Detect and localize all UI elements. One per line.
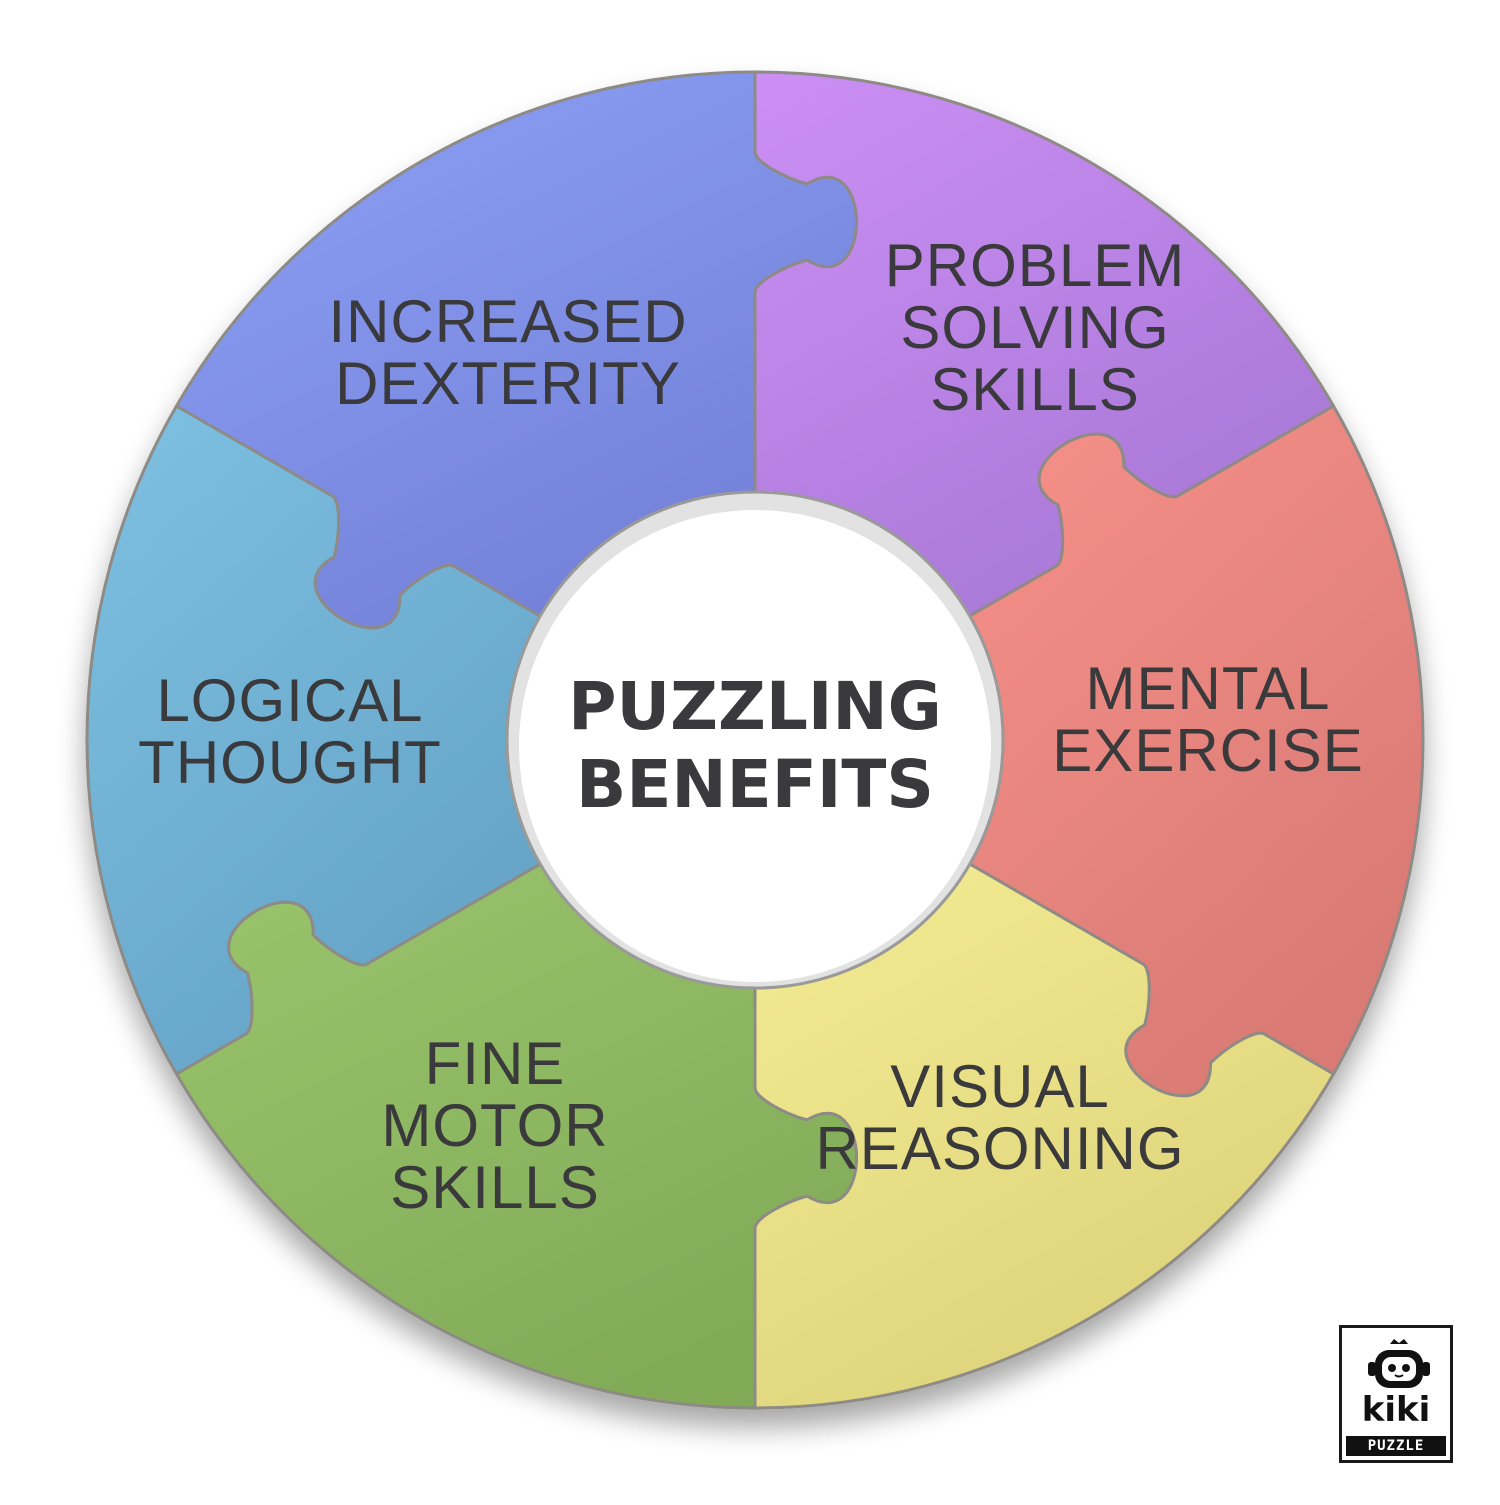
label-fine-motor-line: FINE — [425, 1030, 566, 1097]
kiki-puzzle-logo: kiki PUZZLE — [1339, 1325, 1453, 1463]
label-visual-line: VISUAL — [890, 1053, 1109, 1120]
center-title-line: BENEFITS — [576, 746, 934, 823]
label-problem-line: SKILLS — [930, 356, 1139, 423]
puzzle-piece-logical — [175, 70, 858, 630]
center-circle — [519, 510, 991, 982]
logo-subtitle: PUZZLE — [1346, 1436, 1446, 1456]
label-problem-line: PROBLEM — [885, 232, 1185, 299]
label-logical-line: THOUGHT — [138, 729, 442, 796]
label-fine-motor-line: MOTOR — [381, 1092, 608, 1159]
label-mental-line: MENTAL — [1086, 655, 1331, 722]
center-title-line: PUZZLING — [568, 668, 942, 745]
logo-brand: kiki — [1361, 1390, 1431, 1430]
label-mental-line: EXERCISE — [1052, 717, 1363, 784]
label-logical-line: LOGICAL — [156, 667, 423, 734]
label-dexterity-line: INCREASED — [328, 288, 687, 355]
label-dexterity-line: DEXTERITY — [335, 350, 681, 417]
label-problem-line: SOLVING — [900, 294, 1169, 361]
robot-face-icon — [1368, 1339, 1430, 1388]
label-fine-motor-line: SKILLS — [390, 1154, 599, 1221]
label-visual-line: REASONING — [815, 1115, 1184, 1182]
